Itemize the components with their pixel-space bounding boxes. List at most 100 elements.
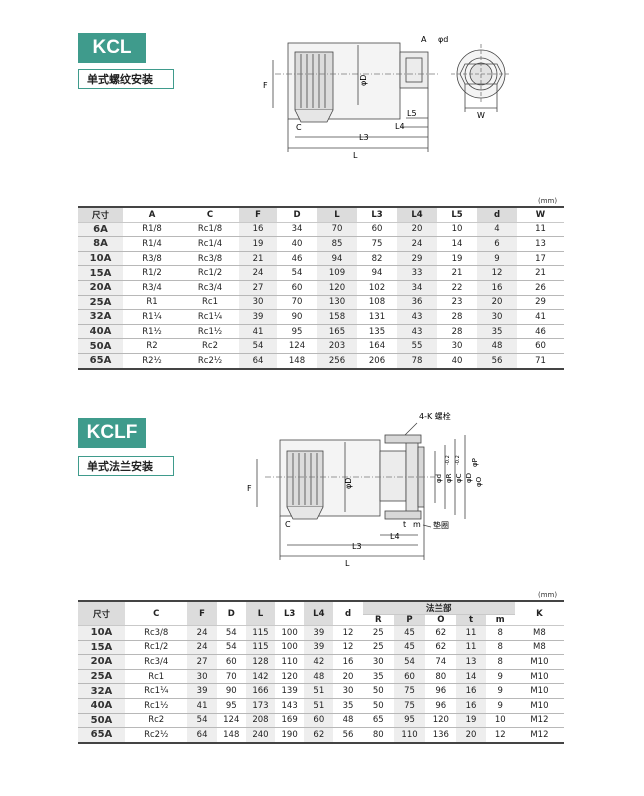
table-cell: 11 <box>456 625 486 641</box>
table-cell: 50 <box>362 683 394 699</box>
table-cell: 20A <box>78 654 125 670</box>
table-cell: 51 <box>304 683 334 699</box>
table-cell: Rc2 <box>181 338 239 354</box>
table-cell: 29 <box>517 295 564 311</box>
table-cell: Rc3/8 <box>181 251 239 267</box>
kclf-label-bolt: 4-K 螺栓 <box>419 411 451 421</box>
table-cell: Rc1¼ <box>181 309 239 325</box>
table-cell: 164 <box>357 338 397 354</box>
table-cell: 55 <box>397 338 437 354</box>
table-cell: 65 <box>362 713 394 729</box>
table-cell: 48 <box>304 669 334 685</box>
table-cell: 20 <box>477 295 517 311</box>
table-cell: Rc1 <box>181 295 239 311</box>
kclf-group-flange: 法兰部 <box>362 600 515 615</box>
table-cell: 80 <box>425 669 457 685</box>
table-cell: 15A <box>78 640 125 656</box>
table-cell: 34 <box>277 222 317 238</box>
table-cell: 20 <box>397 222 437 238</box>
table-cell: Rc1/8 <box>181 222 239 238</box>
table-cell: R3/4 <box>123 280 181 296</box>
table-cell: 70 <box>317 222 357 238</box>
table-cell: 25A <box>78 295 123 311</box>
table-cell: 115 <box>245 625 276 641</box>
table-cell: Rc3/4 <box>181 280 239 296</box>
table-cell: 158 <box>317 309 357 325</box>
kclf-label-phiC: φC <box>455 473 463 483</box>
kclf-label-m: m <box>413 520 421 529</box>
table-cell: 36 <box>397 295 437 311</box>
kcl-header-row: 尺寸 A C F D L L3 L4 L5 d W <box>78 205 564 223</box>
table-cell: 11 <box>456 640 486 656</box>
table-cell: 54 <box>216 640 246 656</box>
kcl-label-phiD: φD <box>359 75 368 86</box>
table-cell: 115 <box>245 640 276 656</box>
table-cell: Rc3/8 <box>124 625 188 641</box>
table-cell: 41 <box>517 309 564 325</box>
table-cell: 136 <box>425 727 457 744</box>
table-cell: 21 <box>437 265 477 281</box>
table-cell: 95 <box>393 713 426 729</box>
table-cell: 124 <box>277 338 317 354</box>
table-cell: Rc1/4 <box>181 236 239 252</box>
table-cell: 208 <box>245 713 276 729</box>
table-cell: 78 <box>397 353 437 370</box>
table-cell: Rc1 <box>124 669 188 685</box>
table-cell: 27 <box>187 654 217 670</box>
table-cell: 56 <box>333 727 363 744</box>
table-cell: R3/8 <box>123 251 181 267</box>
kcl-unit: (mm) <box>538 197 558 205</box>
table-cell: R1/8 <box>123 222 181 238</box>
kclf-unit: (mm) <box>538 591 558 599</box>
table-cell: 70 <box>277 295 317 311</box>
kclf-label-C: C <box>285 520 291 529</box>
table-cell: 135 <box>357 324 397 340</box>
table-cell: R2 <box>123 338 181 354</box>
kclf-col-O: O <box>425 614 457 626</box>
kcl-label-F: F <box>263 81 268 90</box>
kcl-label-L4: L4 <box>395 122 405 131</box>
table-cell: 10A <box>78 251 123 267</box>
table-cell: 166 <box>245 683 276 699</box>
table-cell: 75 <box>357 236 397 252</box>
table-cell: 30 <box>437 338 477 354</box>
table-cell: 8 <box>485 654 515 670</box>
table-cell: 35 <box>362 669 394 685</box>
table-cell: 124 <box>216 713 246 729</box>
table-cell: M12 <box>514 727 564 744</box>
kclf-col-F: F <box>187 600 217 626</box>
kclf-drawing: 4-K 螺栓 φD φd φR -0.2 φC -0.2 φD φP φO F … <box>247 411 483 568</box>
table-cell: 13 <box>456 654 486 670</box>
table-cell: 60 <box>393 669 426 685</box>
table-cell: 48 <box>333 713 363 729</box>
table-cell: 40 <box>437 353 477 370</box>
kclf-col-t: t <box>456 614 486 626</box>
table-cell: 10 <box>485 713 515 729</box>
kcl-col-d: d <box>477 205 517 223</box>
table-cell: 62 <box>425 640 457 656</box>
table-cell: 16 <box>477 280 517 296</box>
table-cell: 28 <box>437 309 477 325</box>
table-cell: 9 <box>477 251 517 267</box>
kcl-badge: KCL <box>78 33 146 63</box>
table-cell: 10A <box>78 625 125 641</box>
table-cell: 13 <box>517 236 564 252</box>
kclf-col-D: D <box>216 600 246 626</box>
table-cell: 54 <box>216 625 246 641</box>
table-cell: 60 <box>517 338 564 354</box>
kclf-col-L3: L3 <box>275 600 305 626</box>
kcl-subtitle: 单式螺纹安装 <box>78 69 174 89</box>
kcl-label-phid: φd <box>438 35 448 44</box>
table-cell: 206 <box>357 353 397 370</box>
table-cell: 94 <box>357 265 397 281</box>
table-cell: 51 <box>304 698 334 714</box>
table-cell: 62 <box>425 625 457 641</box>
